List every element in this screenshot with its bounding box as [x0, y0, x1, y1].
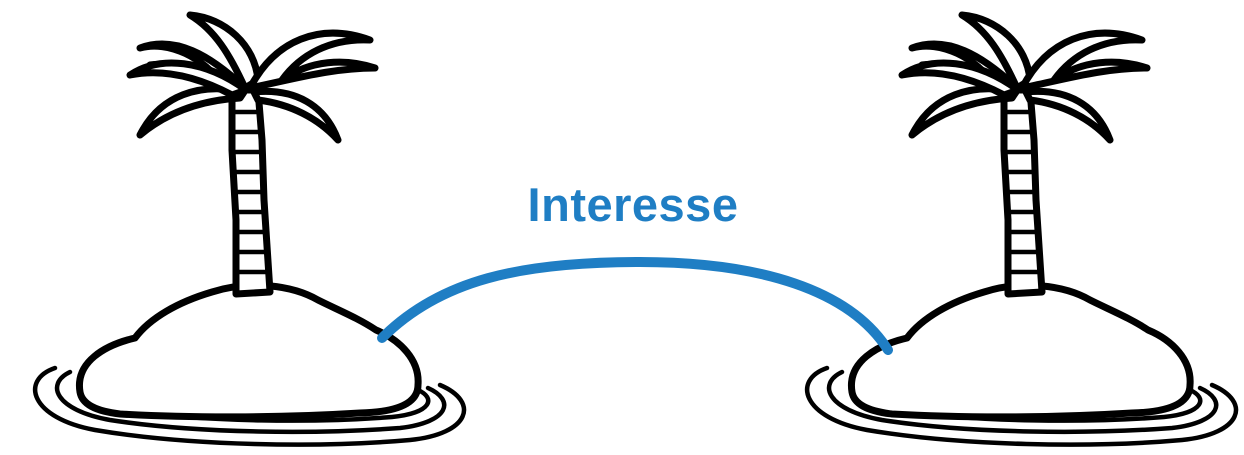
bridge-label: Interesse — [527, 178, 739, 231]
bridge-arc — [377, 256, 893, 355]
right-island-icon — [807, 15, 1236, 445]
left-island-icon — [35, 15, 464, 445]
